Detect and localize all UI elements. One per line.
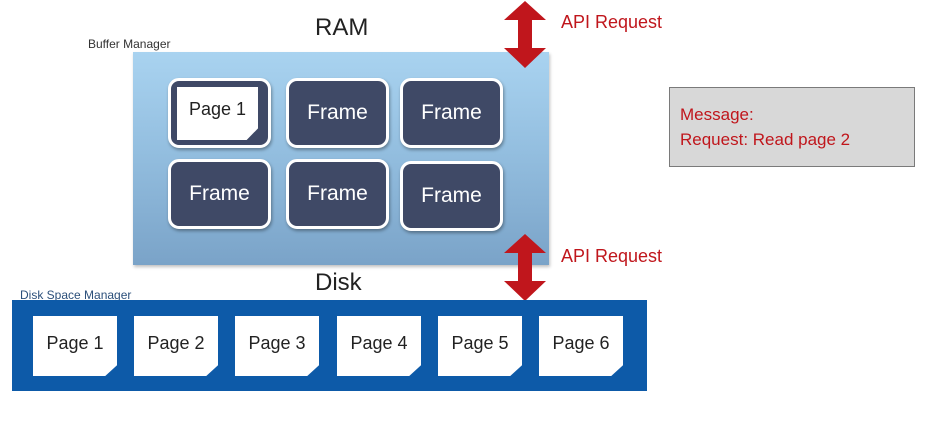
frame-5-label: Frame xyxy=(307,182,368,205)
message-line-1: Message: xyxy=(680,105,754,124)
disk-page-5-label: Page 5 xyxy=(451,332,509,353)
disk-page-4: Page 4 xyxy=(337,316,421,376)
disk-page-2: Page 2 xyxy=(134,316,218,376)
disk-page-5: Page 5 xyxy=(438,316,522,376)
disk-page-1: Page 1 xyxy=(33,316,117,376)
disk-box: Page 1 Page 2 Page 3 Page 4 Page 5 Page … xyxy=(12,300,647,391)
message-box: Message: Request: Read page 2 xyxy=(669,87,915,167)
disk-space-manager-label: Disk Space Manager xyxy=(20,288,132,302)
disk-page-3: Page 3 xyxy=(235,316,319,376)
disk-page-4-label: Page 4 xyxy=(350,332,408,353)
disk-title: Disk xyxy=(315,269,362,296)
frame-2-label: Frame xyxy=(307,101,368,124)
disk-page-1-label: Page 1 xyxy=(46,332,104,353)
frame-1-label: Page 1 xyxy=(188,99,247,119)
frame-page-card: Page 1 xyxy=(177,87,258,140)
frame-6: Frame xyxy=(400,161,503,231)
disk-page-6: Page 6 xyxy=(539,316,623,376)
ram-title: RAM xyxy=(315,14,369,41)
frame-6-label: Frame xyxy=(421,184,482,207)
frame-5: Frame xyxy=(286,159,389,229)
api-arrow-top-icon xyxy=(504,1,546,68)
disk-page-3-label: Page 3 xyxy=(248,332,306,353)
disk-page-6-label: Page 6 xyxy=(552,332,610,353)
frame-2: Frame xyxy=(286,78,389,148)
message-line-2: Request: Read page 2 xyxy=(680,130,851,149)
api-request-label-bottom: API Request xyxy=(561,246,663,266)
frame-4: Frame xyxy=(168,159,271,229)
buffer-manager-label: Buffer Manager xyxy=(88,37,171,51)
frame-1: Page 1 xyxy=(168,78,271,148)
disk-page-2-label: Page 2 xyxy=(147,332,205,353)
api-request-label-top: API Request xyxy=(561,12,663,32)
frame-3-label: Frame xyxy=(421,101,482,124)
api-arrow-bottom-icon xyxy=(504,234,546,301)
ram-box: Page 1 Frame Frame Frame Frame Frame xyxy=(133,52,549,265)
frame-4-label: Frame xyxy=(189,182,250,205)
frame-3: Frame xyxy=(400,78,503,148)
